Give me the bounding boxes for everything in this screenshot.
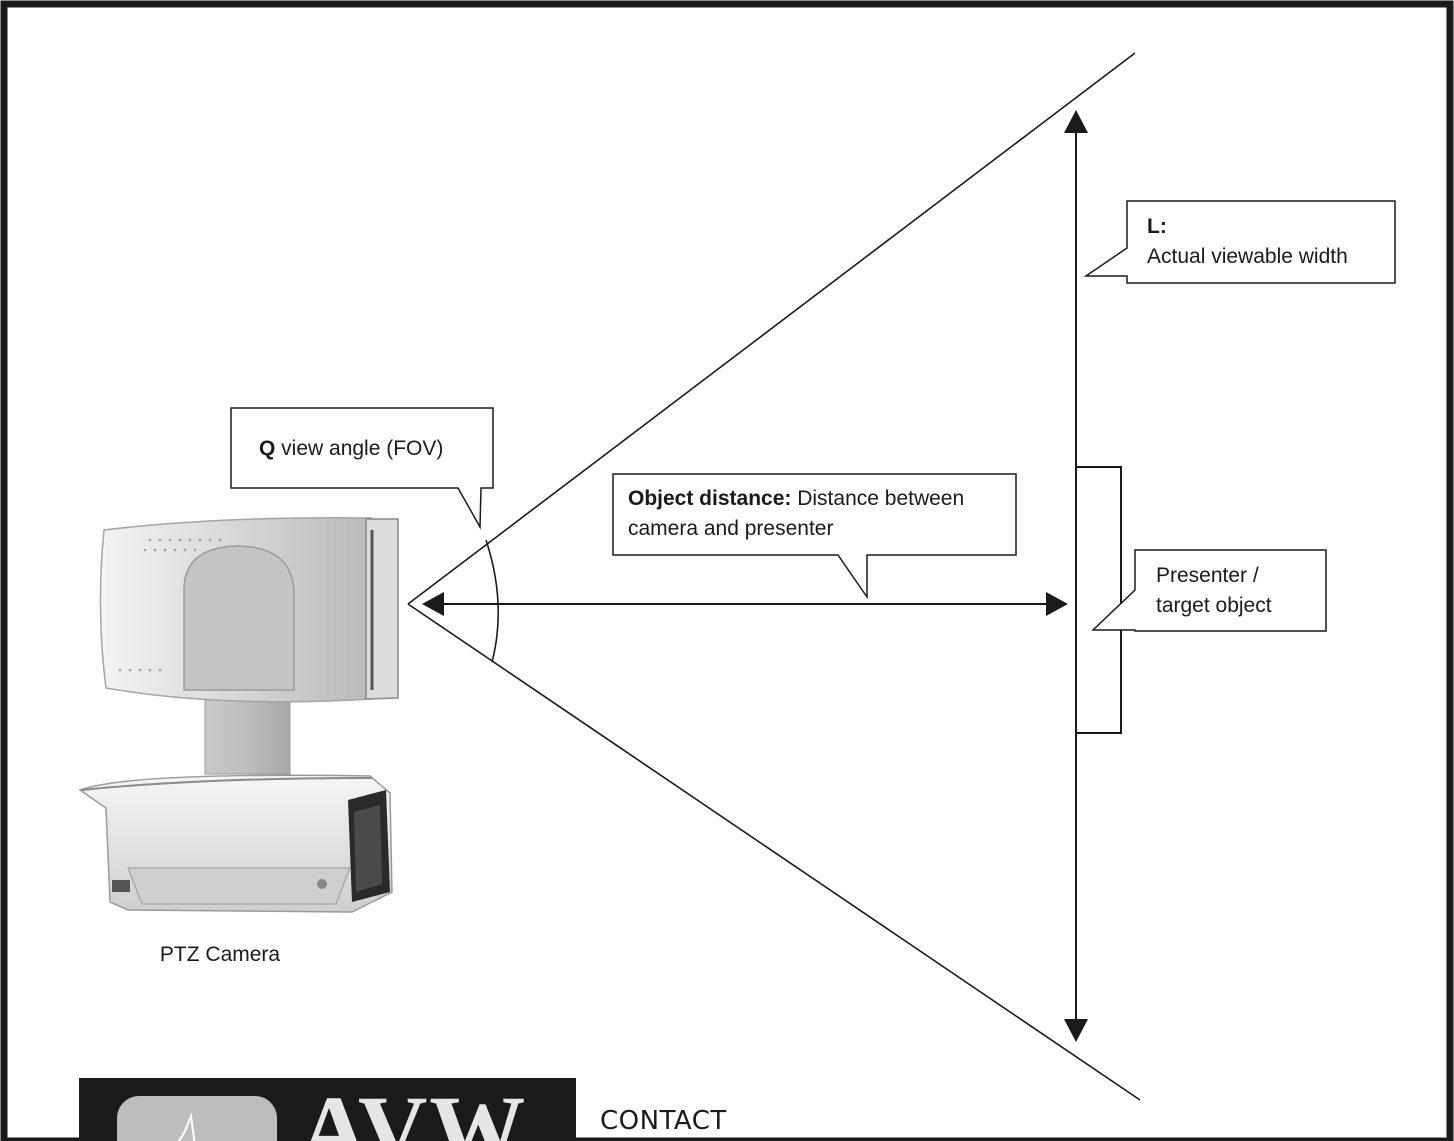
view-angle-callout: Q view angle (FOV) bbox=[259, 434, 443, 464]
viewable-width-callout-box bbox=[1083, 200, 1396, 284]
fov-lower-line bbox=[407, 603, 1141, 1101]
presenter-callout-box bbox=[1091, 549, 1327, 632]
object-distance-text: Distance between bbox=[791, 487, 965, 510]
object-distance-arrow bbox=[422, 592, 1068, 616]
logo-emblem bbox=[117, 1096, 277, 1141]
ptz-camera-illustration bbox=[78, 517, 399, 913]
company-logo: AVW bbox=[79, 1078, 576, 1141]
object-distance-callout-box bbox=[612, 473, 1017, 600]
presenter-line-1: Presenter / bbox=[1156, 564, 1259, 587]
view-angle-callout-box bbox=[230, 407, 494, 530]
fov-upper-line bbox=[407, 52, 1136, 605]
logo-wordmark: AVW bbox=[299, 1078, 528, 1141]
viewable-width-symbol: L: bbox=[1147, 215, 1167, 238]
viewable-width-arrow bbox=[1064, 110, 1088, 1042]
viewable-width-callout: L: Actual viewable width bbox=[1147, 212, 1348, 272]
view-angle-symbol: Q bbox=[259, 437, 276, 460]
object-distance-callout: Object distance: Distance between camera… bbox=[628, 484, 964, 544]
object-distance-title: Object distance: bbox=[628, 487, 792, 510]
object-distance-line-1: Object distance: Distance between bbox=[628, 484, 964, 514]
presenter-bracket bbox=[1076, 466, 1122, 734]
pulse-icon bbox=[177, 1112, 196, 1141]
view-angle-arc bbox=[485, 539, 500, 663]
presenter-line-2: target object bbox=[1156, 594, 1272, 617]
presenter-callout: Presenter / target object bbox=[1156, 561, 1272, 621]
camera-caption: PTZ Camera bbox=[159, 943, 281, 966]
view-angle-label: view angle (FOV) bbox=[275, 437, 444, 460]
contact-heading[interactable]: CONTACT bbox=[600, 1106, 727, 1136]
viewable-width-label: Actual viewable width bbox=[1147, 245, 1348, 268]
object-distance-line-2: camera and presenter bbox=[628, 517, 834, 540]
